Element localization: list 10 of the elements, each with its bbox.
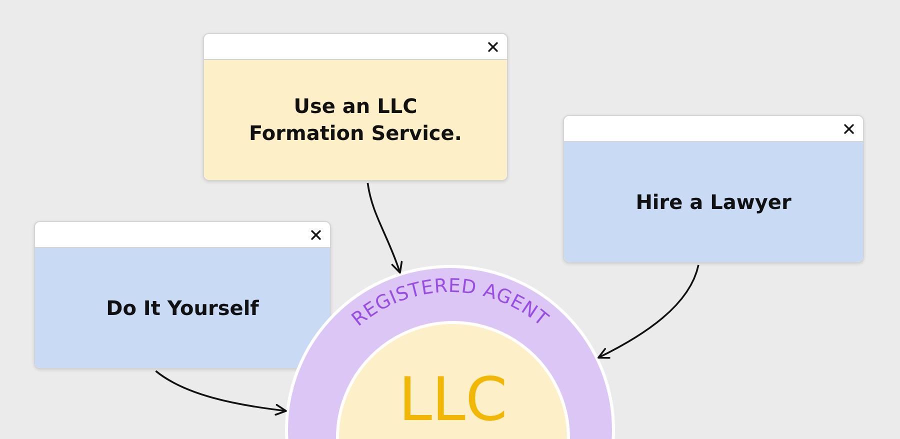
curved-arrow xyxy=(366,182,402,274)
curved-arrow xyxy=(155,370,287,416)
curved-arrow xyxy=(597,264,700,359)
window-text: Do It Yourself xyxy=(106,294,259,322)
window-text: Hire a Lawyer xyxy=(636,188,792,216)
popup-window xyxy=(34,221,331,369)
popup-window xyxy=(203,33,508,181)
window-text: Use an LLC Formation Service. xyxy=(248,93,463,147)
center-label: LLC xyxy=(398,370,508,430)
popup-window xyxy=(563,115,864,263)
